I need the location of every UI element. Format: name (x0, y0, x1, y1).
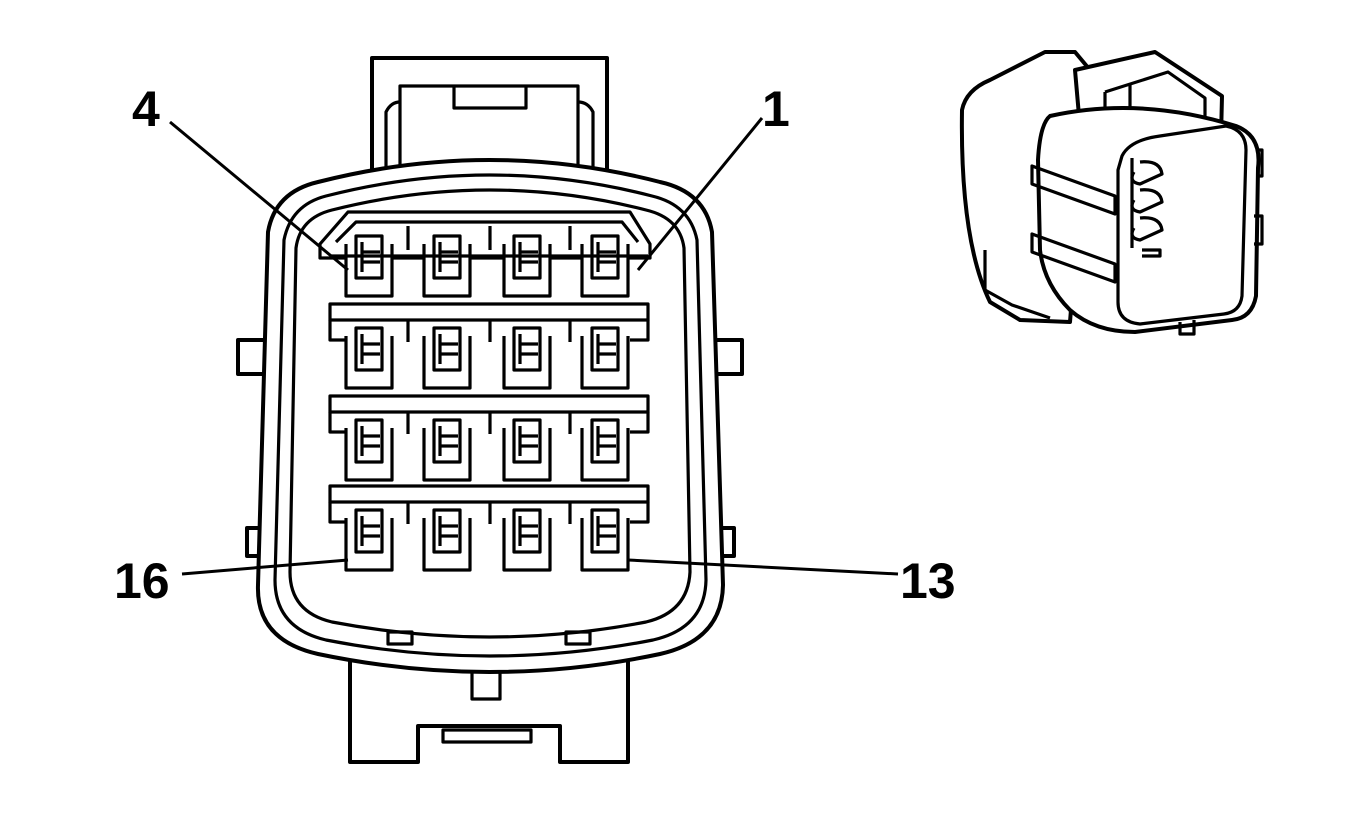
row-separator-bar (328, 394, 650, 414)
terminal-cavity (502, 326, 552, 390)
terminal-face-recess (288, 188, 692, 639)
terminal-cavity (502, 418, 552, 482)
row-separator-bar (328, 302, 650, 322)
terminal-cavity (502, 234, 552, 298)
bottom-latch (348, 646, 630, 764)
terminal-cavity (344, 234, 394, 298)
terminal-cavity (580, 418, 630, 482)
callout-label-pin-16: 16 (114, 553, 170, 609)
terminal-cavity (502, 508, 552, 572)
callout-label-pin-1: 1 (762, 81, 790, 137)
terminal-cavity (422, 418, 472, 482)
callout-label-pin-13: 13 (900, 553, 956, 609)
terminal-cavity (344, 418, 394, 482)
connector-isometric-view (959, 50, 1264, 336)
terminal-cavity (580, 326, 630, 390)
terminal-cavity (422, 234, 472, 298)
terminal-cavity (580, 508, 630, 572)
terminal-cavity (422, 326, 472, 390)
callout-label-pin-4: 4 (132, 81, 160, 137)
callout-leaders (169, 117, 899, 576)
terminal-cavity (344, 326, 394, 390)
terminal-rows (328, 226, 650, 572)
row-separator-bar (328, 484, 650, 504)
terminal-cavity (422, 508, 472, 572)
connector-face-view (236, 56, 744, 764)
terminal-cavity (580, 234, 630, 298)
housing-inner-shell (273, 173, 708, 658)
terminal-cavity (344, 508, 394, 572)
